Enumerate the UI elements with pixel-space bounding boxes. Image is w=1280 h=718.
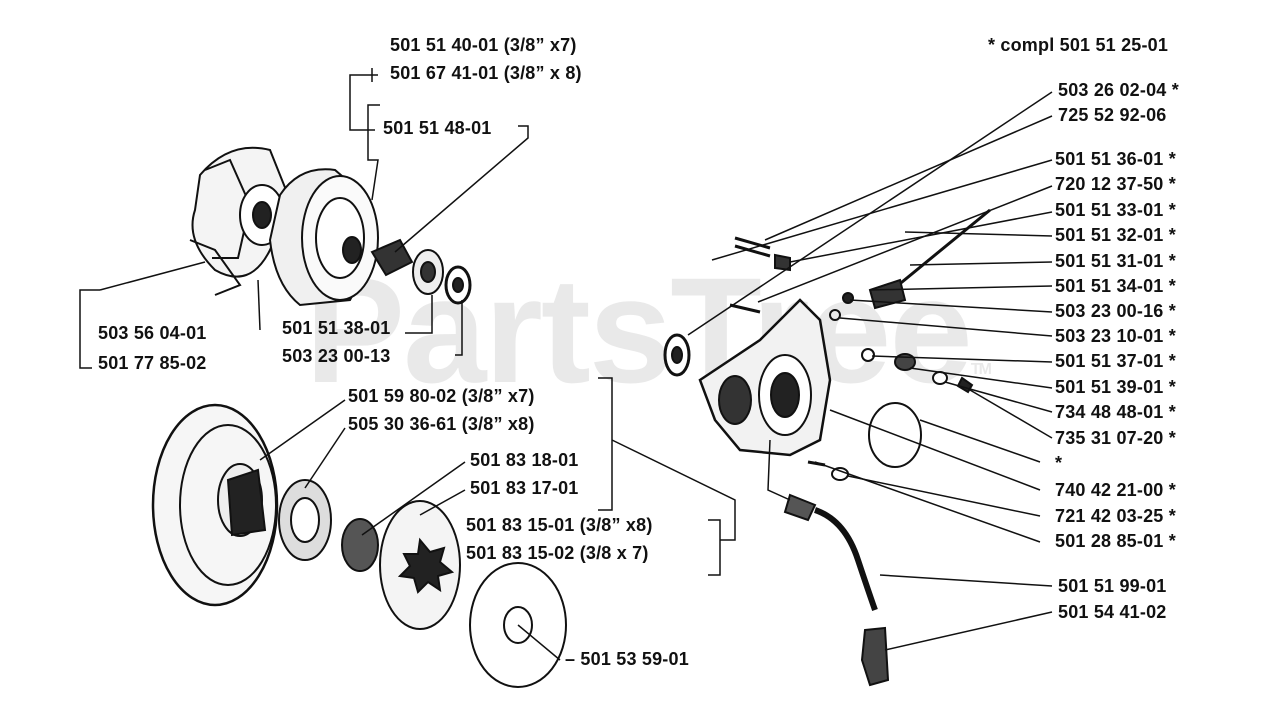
part-label: 720 12 37-50 * bbox=[1055, 174, 1176, 194]
part-label: 501 54 41-02 bbox=[1058, 602, 1167, 622]
leader-lines bbox=[79, 68, 1053, 661]
part-label: 501 83 15-01 (3/8” x8) bbox=[466, 515, 653, 535]
part-label: 501 51 39-01 * bbox=[1055, 377, 1176, 397]
part-label: 501 51 31-01 * bbox=[1055, 251, 1176, 271]
part-label: 505 30 36-61 (3/8” x8) bbox=[348, 414, 535, 434]
part-label: 501 83 18-01 bbox=[470, 450, 579, 470]
part-label: 501 51 40-01 (3/8” x7) bbox=[390, 35, 577, 55]
part-label: 503 56 04-01 bbox=[98, 323, 207, 343]
part-label: * bbox=[1055, 453, 1063, 473]
part-label: 721 42 03-25 * bbox=[1055, 506, 1176, 526]
part-label: 501 77 85-02 bbox=[98, 353, 207, 373]
part-label: 501 28 85-01 * bbox=[1055, 531, 1176, 551]
clutch-assembly-drawing bbox=[189, 146, 472, 307]
header-note: * compl 501 51 25-01 bbox=[988, 35, 1169, 55]
part-label: 501 51 99-01 bbox=[1058, 576, 1167, 596]
part-label: 501 83 15-02 (3/8 x 7) bbox=[466, 543, 649, 563]
part-label: 501 51 34-01 * bbox=[1055, 276, 1176, 296]
part-label: 501 51 36-01 * bbox=[1055, 149, 1176, 169]
part-label: 501 59 80-02 (3/8” x7) bbox=[348, 386, 535, 406]
part-label: 503 23 10-01 * bbox=[1055, 326, 1176, 346]
part-label: 503 23 00-16 * bbox=[1055, 301, 1176, 321]
part-label: 735 31 07-20 * bbox=[1055, 428, 1176, 448]
part-label: 501 51 48-01 bbox=[383, 118, 492, 138]
part-label: 734 48 48-01 * bbox=[1055, 402, 1176, 422]
part-label: 501 51 32-01 * bbox=[1055, 225, 1176, 245]
part-label: 501 51 33-01 * bbox=[1055, 200, 1176, 220]
part-label: – 501 53 59-01 bbox=[565, 649, 689, 669]
part-label: 503 26 02-04 * bbox=[1058, 80, 1179, 100]
part-label: 501 51 38-01 bbox=[282, 318, 391, 338]
oil-pump-drawing bbox=[663, 208, 991, 687]
part-label: 501 67 41-01 (3/8” x 8) bbox=[390, 63, 582, 83]
part-label: 501 51 37-01 * bbox=[1055, 351, 1176, 371]
part-label: 503 23 00-13 bbox=[282, 346, 391, 366]
part-label: 740 42 21-00 * bbox=[1055, 480, 1176, 500]
part-label: 501 83 17-01 bbox=[470, 478, 579, 498]
part-label: 725 52 92-06 bbox=[1058, 105, 1167, 125]
